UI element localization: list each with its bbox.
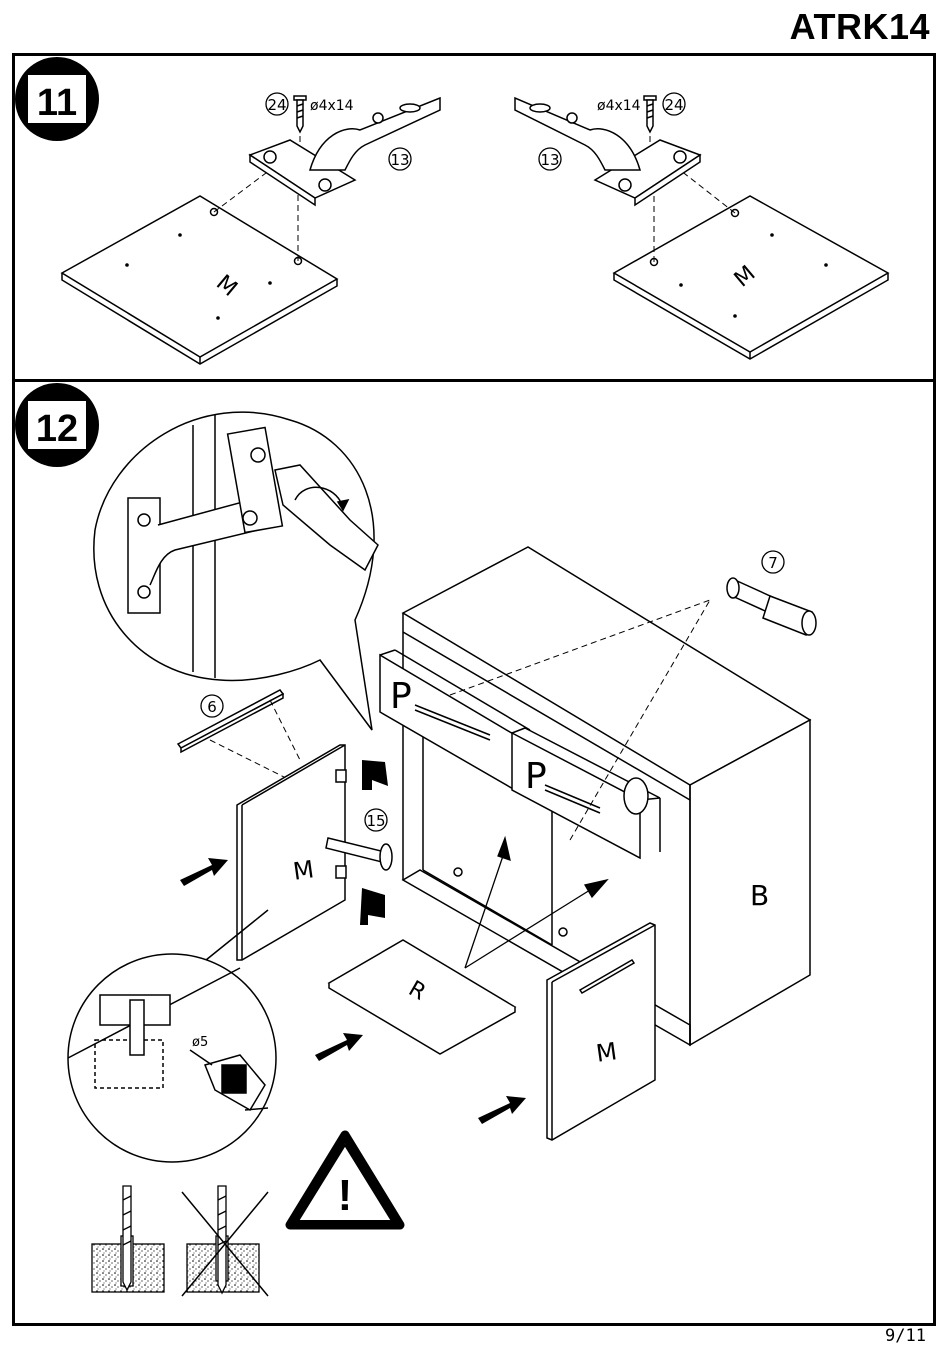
hinge-turn-arrows	[360, 760, 388, 925]
door-right: M	[547, 923, 655, 1140]
step-11-badge: 11	[15, 57, 99, 141]
screw-size-left: ø4x14	[310, 98, 354, 114]
callout-13-left: 13	[389, 148, 411, 170]
part-6-label: 6	[207, 698, 217, 716]
handle-bar	[178, 690, 283, 752]
drawer-left-label: P	[390, 676, 412, 717]
callout-13-right: 13	[539, 148, 561, 170]
door-left: M	[237, 745, 346, 960]
step-12-badge: 12	[15, 383, 99, 467]
screw-right-icon	[644, 96, 656, 132]
warning-icon: !	[290, 1135, 400, 1225]
callout-24-left: 24	[266, 93, 288, 115]
page-number: 9/11	[885, 1326, 926, 1346]
drill-size-label: ø5	[192, 1035, 208, 1050]
step-12-number: 12	[36, 408, 78, 450]
part-13-label-left: 13	[390, 151, 409, 169]
callout-15: 15	[365, 809, 387, 831]
knob-part	[727, 578, 816, 635]
part-24-label-left: 24	[267, 96, 286, 114]
screw-size-right: ø4x14	[597, 98, 641, 114]
part-24-label-right: 24	[664, 96, 683, 114]
callout-6: 6	[201, 695, 223, 717]
door-left-label: M	[291, 855, 315, 886]
part-7-label: 7	[768, 554, 778, 572]
drawer-right-label: P	[525, 756, 547, 797]
panel-m-left: M	[62, 196, 337, 364]
screw-left-icon	[294, 96, 306, 132]
warning-symbol: !	[338, 1171, 353, 1220]
hinge-detail-bubble	[94, 412, 378, 730]
cabinet-body-label: B	[750, 879, 769, 912]
drill-incorrect-icon	[182, 1186, 268, 1296]
shelf-arrows	[465, 838, 607, 968]
part-13-label-right: 13	[540, 151, 559, 169]
step-11-number: 11	[37, 82, 77, 124]
door-right-label: M	[594, 1037, 618, 1068]
callout-7: 7	[762, 551, 784, 573]
part-15-label: 15	[366, 812, 385, 830]
drill-correct-icon	[92, 1186, 164, 1292]
callout-24-right: 24	[663, 93, 685, 115]
panel-m-right: M	[614, 196, 888, 359]
